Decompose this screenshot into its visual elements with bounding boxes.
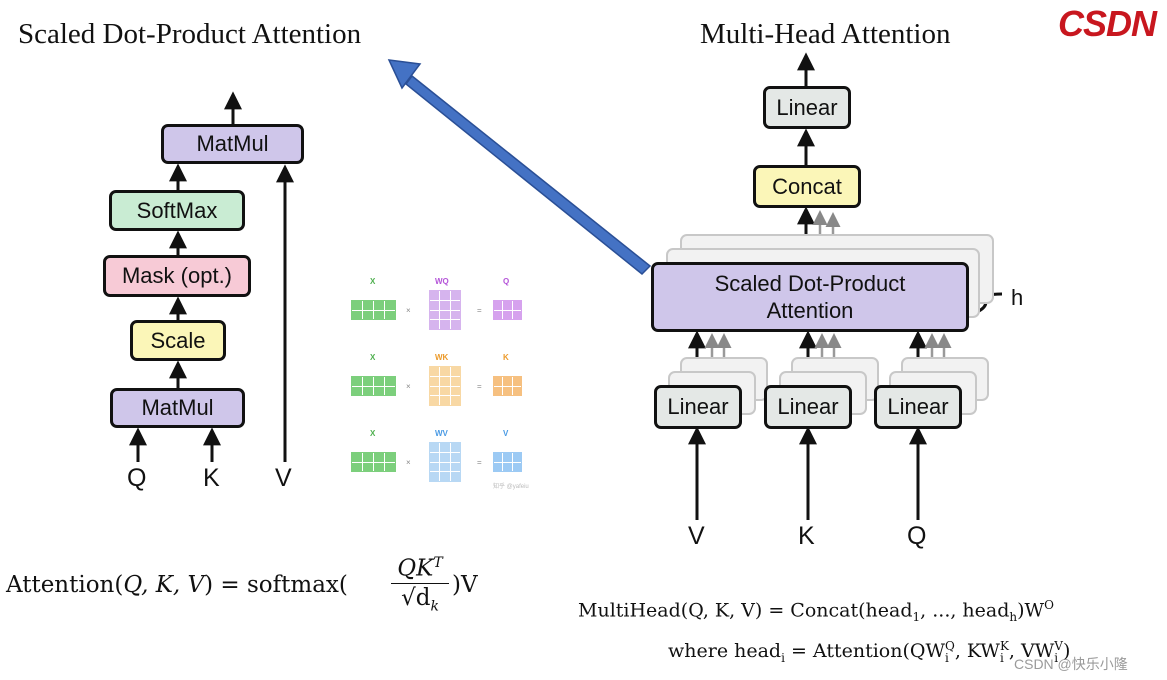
input-v: V: [275, 464, 292, 492]
matrix-times-2: ×: [406, 458, 411, 467]
fraction-numerator: QKT: [391, 555, 449, 584]
matrix-weight-grid-1: [429, 366, 461, 406]
mask-box: Mask (opt.): [103, 255, 251, 297]
matrix-output-grid-1: [493, 376, 522, 396]
csdn-logo: CSDN: [1058, 3, 1157, 44]
csdn-footer-watermark: CSDN @快乐小隆: [1014, 656, 1128, 672]
matrix-label-output-0: Q: [503, 277, 510, 286]
big-blue-arrow: [387, 59, 652, 276]
sdpa-label-line1: Scaled Dot-Product: [714, 270, 906, 296]
attention-fraction: QKT √dk: [391, 555, 449, 614]
linear-v-box: Linear: [654, 385, 742, 429]
matrix-caption: 知乎 @yafeiu: [493, 484, 529, 490]
mha-input-q: Q: [907, 522, 927, 550]
matrix-label-input-1: X: [370, 353, 376, 362]
sdpa-label-line2: Attention: [766, 298, 854, 323]
matrix-label-output-1: K: [503, 353, 509, 362]
matrix-label-weight-2: WV: [435, 429, 448, 438]
matrix-output-grid-0: [493, 300, 522, 320]
matrix-equals-2: =: [477, 458, 482, 467]
multihead-formula: MultiHead(Q, K, V) = Concat(head1, ..., …: [578, 598, 1054, 625]
matrix-weight-grid-0: [429, 290, 461, 330]
matrix-label-weight-0: WQ: [435, 277, 449, 286]
softmax-box: SoftMax: [109, 190, 245, 231]
concat-box: Concat: [753, 165, 861, 208]
mha-input-k: K: [798, 522, 815, 550]
matrix-input-grid-1: [351, 376, 396, 396]
matrix-label-weight-1: WK: [435, 353, 449, 362]
sdpa-box: Scaled Dot-Product Attention: [651, 262, 969, 332]
linear-top-box: Linear: [763, 86, 851, 129]
matrix-label-output-2: V: [503, 429, 509, 438]
scale-box: Scale: [130, 320, 226, 361]
matrix-output-grid-2: [493, 452, 522, 472]
input-k: K: [203, 464, 220, 492]
right-diagram-title: Multi-Head Attention: [700, 18, 951, 50]
matmul-bottom-box: MatMul: [110, 388, 245, 428]
matrix-weight-grid-2: [429, 442, 461, 482]
matrix-input-grid-0: [351, 300, 396, 320]
linear-k-box: Linear: [764, 385, 852, 429]
matmul-top-box: MatMul: [161, 124, 304, 164]
matrix-label-input-0: X: [370, 277, 376, 286]
input-q: Q: [127, 464, 147, 492]
matrix-times-0: ×: [406, 306, 411, 315]
attention-formula-lhs: Attention(Q, K, V) = softmax(: [6, 572, 348, 598]
h-label: h: [1011, 285, 1024, 310]
attention-formula-tail: )V: [452, 572, 478, 598]
matrix-equals-0: =: [477, 306, 482, 315]
linear-q-box: Linear: [874, 385, 962, 429]
matrix-times-1: ×: [406, 382, 411, 391]
fraction-denominator: √dk: [401, 584, 439, 615]
matrix-input-grid-2: [351, 452, 396, 472]
matrix-equals-1: =: [477, 382, 482, 391]
mha-input-v: V: [688, 522, 705, 550]
left-diagram-title: Scaled Dot-Product Attention: [18, 18, 362, 50]
matrix-label-input-2: X: [370, 429, 376, 438]
matrix-illustration: X WQ Q × = X WK K × = X WV V × = 知乎 @yafeiu: [340, 270, 540, 500]
